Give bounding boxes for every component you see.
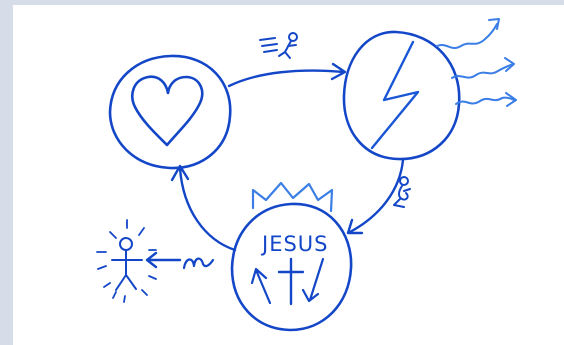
wavy-arrow-1-head <box>488 18 500 30</box>
crown-icon <box>251 181 334 213</box>
jesus-node-circle <box>230 202 353 332</box>
kneeling-figure-icon <box>393 176 411 208</box>
arrow-lightning-to-jesus <box>346 158 405 235</box>
lightning-node <box>342 18 517 161</box>
running-figure-icon <box>259 32 298 59</box>
arrow-lightning-to-jesus-head <box>346 218 364 235</box>
arrow-jesus-to-person-line <box>145 251 182 269</box>
lightning-node-circle <box>342 30 461 161</box>
stick-figure-head <box>119 237 133 251</box>
heart-node-circle <box>108 54 232 170</box>
arrow-jesus-to-heart-head <box>170 164 190 182</box>
heart-node <box>108 54 232 170</box>
arrow-lightning-to-jesus-line <box>348 158 405 234</box>
glow-rays <box>96 219 157 303</box>
heart-icon <box>131 75 204 147</box>
wavy-arrow-2-head <box>504 57 515 72</box>
stick-figure-body <box>111 249 143 291</box>
running-figure-head <box>288 32 298 42</box>
wavy-arrow-1 <box>436 23 498 49</box>
arrow-heart-to-lightning <box>227 62 347 88</box>
radiating-arrows <box>436 18 517 107</box>
arrow-down-icon <box>301 257 325 303</box>
arrow-jesus-to-person <box>145 251 215 270</box>
kneeling-figure-body <box>393 185 411 208</box>
running-figure-body <box>278 40 297 59</box>
jesus-node: JESUS <box>230 181 353 332</box>
wavy-arrow-3-head <box>505 92 517 107</box>
wavy-arrow-2 <box>451 63 514 79</box>
cross-icon <box>277 257 305 306</box>
left-edge-strip <box>0 0 13 345</box>
lightning-bolt-icon <box>370 40 420 150</box>
speed-lines <box>259 37 278 53</box>
walking-figure-icon <box>182 257 215 270</box>
top-edge-strip <box>0 0 564 5</box>
arrow-jesus-to-heart <box>170 164 237 252</box>
stick-figure-icon <box>96 219 157 303</box>
kneeling-figure-head <box>399 176 409 186</box>
arrow-heart-to-lightning-line <box>227 69 346 88</box>
wavy-arrow-3 <box>455 96 515 105</box>
arrow-jesus-to-heart-line <box>178 166 237 252</box>
arrow-heart-to-lightning-head <box>330 62 347 81</box>
arrow-up-icon <box>250 267 272 305</box>
jesus-label: JESUS <box>260 232 329 256</box>
